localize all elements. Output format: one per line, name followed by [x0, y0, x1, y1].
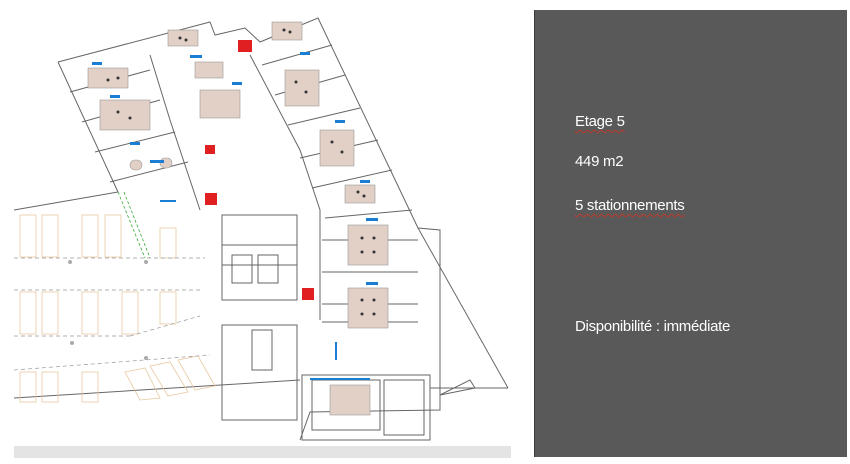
- floor-text: Etage 5: [575, 113, 625, 130]
- parking-label: 5 stationnements: [575, 197, 685, 214]
- floor-plan-drawing: [13, 17, 509, 441]
- info-panel: Etage 5 449 m2 5 stationnements Disponib…: [534, 10, 847, 457]
- floor-plan: [13, 17, 511, 458]
- area-label: 449 m2: [575, 153, 624, 170]
- floor-label: Etage 5: [575, 113, 625, 130]
- availability-label: Disponibilité : immédiate: [575, 318, 731, 335]
- parking-text: 5 stationnements: [575, 197, 685, 214]
- plan-caption-bar: [14, 446, 511, 458]
